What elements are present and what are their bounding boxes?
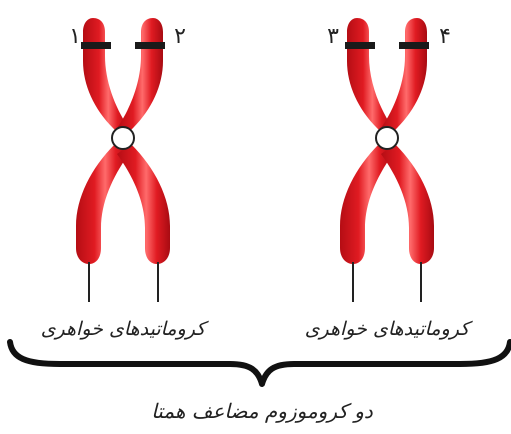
label-chromatid-4: ۴ — [439, 24, 451, 49]
label-chromatid-1: ۱ — [69, 24, 81, 49]
label-chromatid-3: ۳ — [327, 24, 339, 49]
curly-brace — [10, 342, 510, 384]
chromosome-right — [340, 18, 434, 264]
chromosome-left — [76, 18, 170, 264]
label-chromatid-2: ۲ — [174, 24, 186, 49]
label-sister-chromatids-left: کروماتیدهای خواهری — [41, 318, 210, 340]
label-sister-chromatids-right: کروماتیدهای خواهری — [305, 318, 474, 340]
caption: دو کروموزوم مضاعف همتا — [151, 399, 373, 423]
